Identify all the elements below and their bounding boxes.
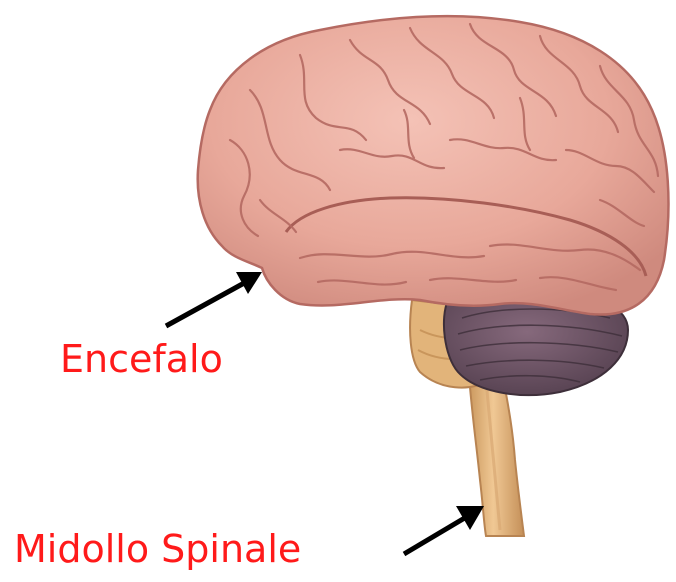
cerebrum-shape (198, 16, 669, 314)
arrow-icon (166, 272, 262, 326)
arrow-icon (404, 506, 484, 554)
spinal-cord-label: Midollo Spinale (14, 530, 301, 568)
brain-label: Encefalo (60, 340, 223, 378)
